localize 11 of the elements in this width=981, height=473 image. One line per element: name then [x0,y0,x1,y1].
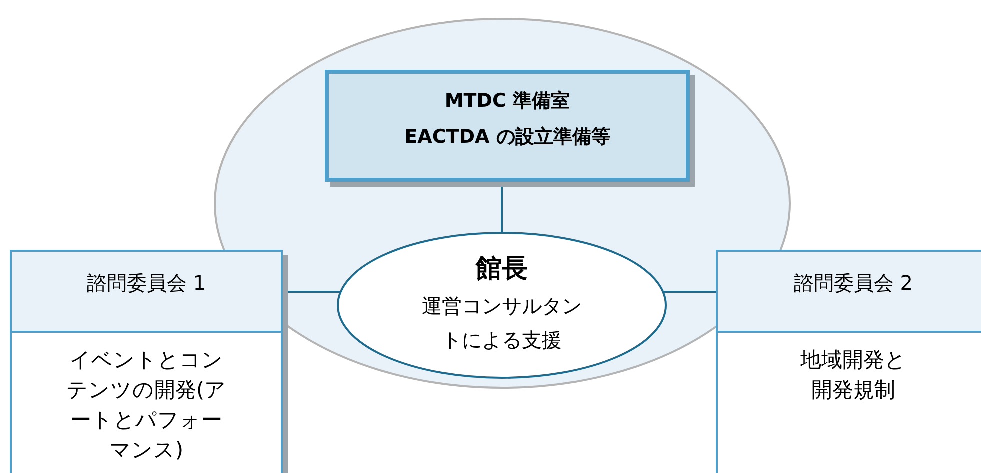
box-heading: 諮問委員会 1 [12,252,281,333]
box-text: 地域開発と開発規制 [800,347,908,404]
ellipse-text: 運営コンサルタントによる支援 [421,293,583,354]
head-ellipse [336,231,668,380]
box-heading: 諮問委員会 2 [718,252,981,333]
box-text: イベントとコンテンツの開発(アートとパフォーマンス) [65,347,228,464]
box-text: EACTDA の設立準備等 [404,125,612,150]
connector-line [501,186,503,233]
ellipse-heading: 館長 [474,253,529,286]
box-text: MTDC 準備室 [444,89,572,114]
connector-line [663,291,716,293]
